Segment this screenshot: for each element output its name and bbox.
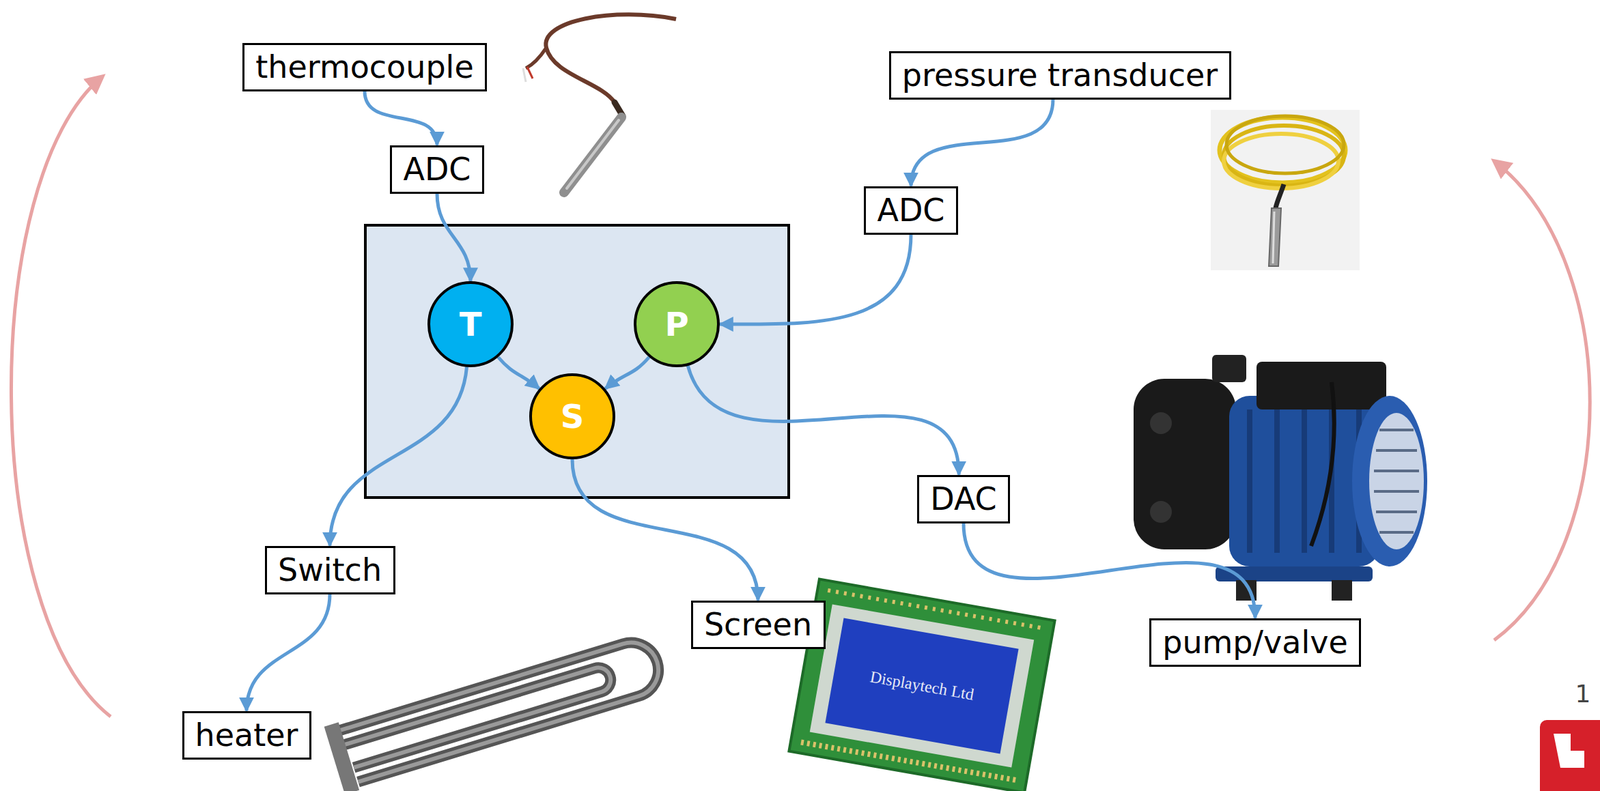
heater-picture bbox=[340, 665, 614, 771]
heater-picture bbox=[329, 636, 666, 787]
process-box: ADC bbox=[389, 145, 485, 194]
process-box: DAC bbox=[917, 475, 1010, 524]
pump-picture bbox=[1149, 501, 1172, 524]
logo bbox=[1539, 720, 1600, 791]
pressure-transducer-picture bbox=[1210, 109, 1360, 271]
logo bbox=[1553, 734, 1585, 769]
signal-circle: S bbox=[529, 373, 616, 460]
controller-panel bbox=[365, 225, 789, 498]
signal-arrow bbox=[497, 357, 539, 389]
thermocouple-picture bbox=[566, 120, 619, 189]
process-box: pressure transducer bbox=[889, 51, 1232, 100]
lcd-picture bbox=[801, 742, 1017, 782]
signal-circle: P bbox=[633, 281, 720, 368]
node-label: pump/valve bbox=[1162, 624, 1349, 662]
signal-arrow bbox=[246, 594, 330, 712]
logo bbox=[1539, 720, 1600, 791]
feedback-arc bbox=[1494, 161, 1590, 641]
signal-arrow bbox=[605, 357, 649, 389]
node-label: ADC bbox=[876, 192, 945, 229]
thermocouple-picture bbox=[527, 66, 533, 79]
feedback-arc bbox=[10, 76, 111, 718]
lcd-picture bbox=[827, 590, 1043, 629]
process-box: pump/valve bbox=[1149, 618, 1361, 668]
heater-picture bbox=[324, 722, 360, 791]
signal-arrow bbox=[963, 523, 1256, 619]
node-label: pressure transducer bbox=[902, 57, 1218, 94]
heater-picture bbox=[329, 636, 666, 787]
pump-picture bbox=[1249, 409, 1359, 554]
signal-arrow bbox=[329, 367, 468, 547]
pump-picture bbox=[1215, 566, 1373, 582]
signal-arrow bbox=[910, 99, 1054, 187]
node-label: ADC bbox=[402, 151, 471, 188]
heater-picture bbox=[340, 665, 614, 771]
lcd-picture bbox=[788, 579, 1055, 791]
thermocouple-picture bbox=[523, 14, 677, 193]
pump-picture bbox=[1373, 430, 1420, 533]
pressure-transducer-picture bbox=[1275, 184, 1284, 209]
node-label: DAC bbox=[930, 481, 997, 518]
pressure-transducer-picture bbox=[1272, 211, 1275, 264]
page-number: 1 bbox=[1575, 680, 1592, 709]
node-label: thermocouple bbox=[255, 49, 474, 86]
signal-circle: T bbox=[427, 281, 514, 368]
signal-arrow bbox=[437, 193, 471, 283]
pump-picture bbox=[1133, 379, 1237, 550]
heater-picture bbox=[324, 628, 668, 791]
thermocouple-picture bbox=[523, 68, 526, 82]
signal-arrow bbox=[364, 91, 438, 146]
pressure-transducer-picture bbox=[1223, 133, 1339, 189]
node-label: Switch bbox=[277, 552, 382, 589]
process-box: Screen bbox=[691, 600, 826, 650]
node-label: S bbox=[560, 400, 585, 433]
process-box: thermocouple bbox=[242, 43, 487, 92]
process-box: heater bbox=[182, 711, 312, 761]
process-box: ADC bbox=[863, 186, 959, 235]
pump-picture bbox=[1149, 412, 1172, 435]
pressure-transducer-picture bbox=[1226, 116, 1344, 174]
lcd-picture bbox=[788, 579, 1055, 791]
signal-arrow bbox=[572, 459, 759, 601]
pump-picture bbox=[1352, 396, 1428, 567]
pressure-transducer-picture bbox=[1210, 109, 1360, 271]
thermocouple-picture bbox=[564, 117, 622, 193]
node-label: T bbox=[459, 307, 483, 341]
brand-text: Displaytech Ltd bbox=[868, 667, 976, 705]
pump-picture bbox=[1256, 361, 1387, 410]
lcd-picture bbox=[809, 604, 1034, 768]
node-label: heater bbox=[195, 717, 299, 754]
node-label: Screen bbox=[704, 607, 812, 644]
thermocouple-picture bbox=[545, 14, 677, 103]
node-label: P bbox=[664, 307, 689, 341]
pump-picture bbox=[1212, 355, 1247, 383]
process-box: Switch bbox=[264, 546, 396, 595]
pump-picture bbox=[1311, 382, 1335, 547]
pump-picture bbox=[1331, 580, 1353, 601]
lcd-picture bbox=[824, 618, 1019, 755]
thermocouple-picture bbox=[525, 47, 547, 69]
pressure-transducer-picture bbox=[1268, 208, 1282, 267]
signal-arrow bbox=[687, 366, 959, 476]
pump-picture bbox=[1369, 413, 1424, 550]
signal-arrow bbox=[719, 234, 911, 326]
